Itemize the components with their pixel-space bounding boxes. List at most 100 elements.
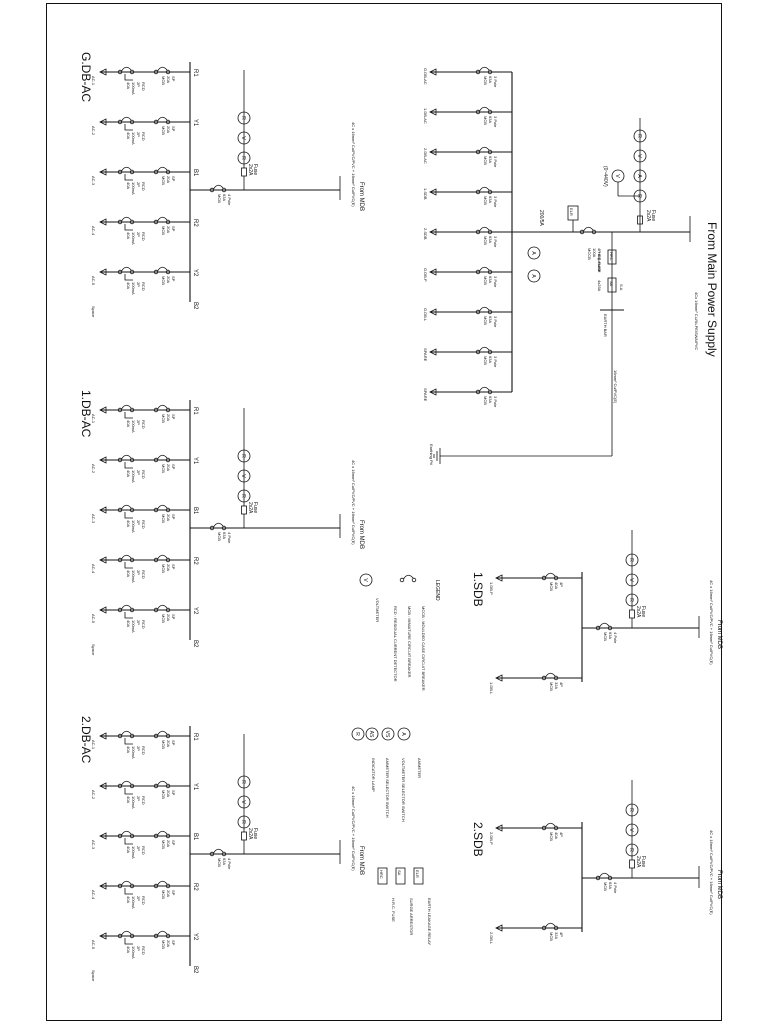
db-circuit-rcd-link	[124, 938, 133, 945]
db-indicator-lamp-symbol: R	[240, 820, 246, 824]
sdb-main-mcb-poles: 4 Pole	[613, 882, 618, 894]
db-circuit-label: AC-3	[91, 514, 96, 524]
db-circuit-phase: R2	[192, 557, 198, 565]
mdb-feeder-rating: 63A	[488, 236, 493, 243]
db-circuit-mcb-contact-b	[165, 883, 171, 889]
db-circuit-rcd-contact-b	[129, 169, 135, 175]
db-voltmeter-ring	[237, 795, 251, 809]
sdb-feeder-mcb-contact-a	[541, 925, 547, 931]
db-indicator-lamp-2-symbol: R	[240, 116, 246, 120]
db-indicator-lamp-ring	[237, 151, 251, 165]
legend-item: AMMETER	[417, 758, 422, 778]
mdb-earth-bar-label: EARTH BAR	[603, 314, 608, 337]
mdb-fuse	[637, 215, 643, 225]
db-circuit-rcd-poles: 2P	[136, 132, 141, 137]
sdb-indicator-lamp-2-ring	[625, 553, 639, 567]
db-circuit-rcd-contact-b	[129, 607, 135, 613]
db-spare-phase: B2	[192, 966, 198, 974]
db-circuit-rcd-arc	[121, 116, 132, 122]
sdb-feeder-mcb	[541, 922, 559, 931]
sdb-main-mcb-arc	[599, 622, 610, 628]
mdb-feeder-breaker: MCB	[483, 316, 488, 325]
legend-item: VOLTMETER SELECTOR SWITCH	[401, 758, 406, 822]
mdb-mccb-poles: 4P Adjustable	[597, 248, 602, 273]
db-circuit-arrow	[99, 168, 107, 176]
db-circuit-rcd-contact-a	[117, 883, 123, 889]
db-circuit-rcd-rating: 40A	[126, 282, 131, 289]
db-circuit-rcd-poles: 2P	[136, 946, 141, 951]
db-circuit-mcb-contact-b	[165, 169, 171, 175]
mdb-elr-label: ELR	[569, 208, 574, 216]
db-main-mcb	[209, 848, 227, 857]
db-circuit-arrow	[99, 268, 107, 276]
db-circuit-mcb-label: MCB	[161, 226, 166, 235]
db-voltmeter-ring	[237, 131, 251, 145]
db-circuit-rcd	[117, 216, 135, 225]
mdb-hrc-tag: HRC	[609, 252, 614, 261]
db-circuit-rcd-label: RCD	[141, 796, 146, 805]
legend-meter-symbol: VS	[381, 727, 395, 741]
mdb-feeder-mcb	[475, 66, 493, 75]
db-circuit-rcd-ma: 100mA	[131, 520, 136, 533]
db-circuit-rcd-contact-a	[117, 69, 123, 75]
db-cable-spec: 4C x 16mm² Cu/PVC/PVC + 16mm² Cu/PVC(E)	[351, 460, 356, 545]
db-main-mcb-label: MCB	[217, 532, 222, 541]
legend-box-symbol	[395, 867, 406, 885]
legend-meter-symbol-symbol: R	[354, 732, 360, 736]
db-circuit-mcb-poles: SP	[171, 514, 176, 520]
db-indicator-lamp: R	[237, 151, 251, 165]
db-circuit-mcb-arc	[157, 504, 168, 510]
db-circuit-rcd-link	[124, 888, 133, 895]
mdb-feeder-arrow	[429, 308, 437, 316]
mdb-feeder-poles: 3 Pole	[493, 276, 498, 288]
db-circuit-mcb-poles: SP	[171, 940, 176, 946]
mdb-feeder-mcb	[475, 346, 493, 355]
mdb-earth-cable-label: 16mm² Cu/PVC(E)	[613, 370, 618, 404]
db-circuit-mcb-poles: SP	[171, 464, 176, 470]
db-fuse-label: 2x2A	[247, 828, 253, 840]
db-main-mcb-arc	[213, 522, 224, 528]
db-circuit-rcd	[117, 930, 135, 939]
sdb-main-mcb-label: MCB	[603, 882, 608, 891]
sdb-feeder-mcb-arc	[545, 822, 556, 828]
db-circuit-mcb-poles: SP	[171, 76, 176, 82]
db-circuit-phase: B1	[192, 169, 198, 177]
db-cable-spec: 4C x 16mm² Cu/PVC/PVC + 16mm² Cu/PVC(E)	[351, 122, 356, 207]
db-circuit-rcd	[117, 66, 135, 75]
mdb-voltmeter-symbol: V	[636, 154, 642, 158]
legend-meter-symbol: A	[397, 727, 411, 741]
db-circuit-mcb-contact-a	[153, 783, 159, 789]
mdb-ammeter-ring	[633, 169, 647, 183]
db-circuit-mcb-contact-b	[165, 833, 171, 839]
mdb-ct-ammeter-ring	[527, 246, 541, 260]
sdb-main-mcb-rating: 63A	[608, 632, 613, 639]
db-circuit-mcb	[153, 404, 171, 413]
db-circuit-phase: R1	[192, 407, 198, 415]
db-circuit-rcd-contact-a	[117, 507, 123, 513]
db-circuit-rcd-ma: 100mA	[131, 132, 136, 145]
legend-breaker-symbol-contact-a	[399, 577, 405, 583]
db-circuit-rcd-label: RCD	[141, 470, 146, 479]
sdb-main-mcb	[595, 872, 613, 881]
legend-voltmeter-symbol: V	[359, 573, 373, 587]
db-circuit-arrow	[99, 882, 107, 890]
db-circuit-rcd-rating: 40A	[126, 182, 131, 189]
legend-item: RCD : RESIDUAL CURRENT DETECTOR	[393, 606, 398, 682]
db-circuit-rcd-label: RCD	[141, 746, 146, 755]
sdb-indicator-lamp-ring	[625, 593, 639, 607]
db-circuit-mcb-contact-a	[153, 169, 159, 175]
db-circuit-mcb-poles: SP	[171, 790, 176, 796]
sdb-from-label: From MDB	[716, 620, 722, 649]
db-circuit-arrow	[99, 606, 107, 614]
db-circuit-mcb	[153, 116, 171, 125]
sdb-feeder-arrow	[495, 924, 503, 932]
legend-meter-symbol-ring	[365, 727, 379, 741]
db-from-label: From MDB	[358, 846, 364, 875]
db-circuit-arrow	[99, 218, 107, 226]
